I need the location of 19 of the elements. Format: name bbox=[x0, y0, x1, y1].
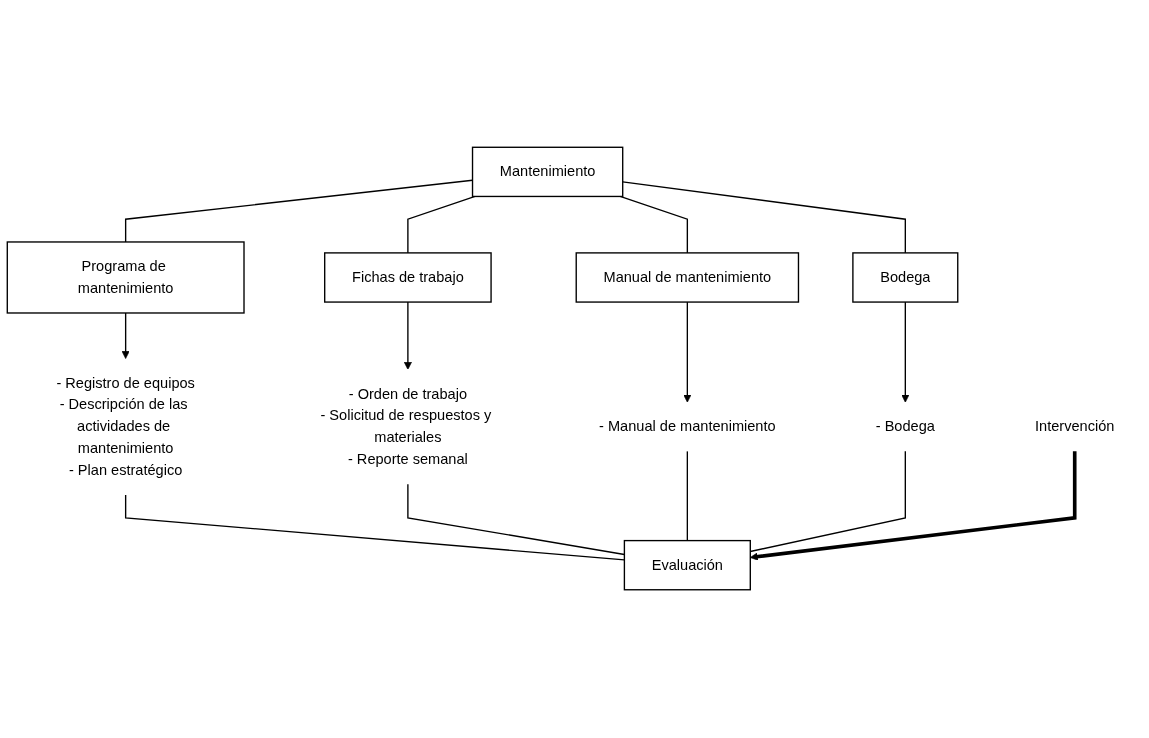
connector bbox=[619, 196, 689, 255]
arrow bbox=[683, 301, 692, 404]
node-box: Bodega bbox=[852, 252, 959, 304]
arrow bbox=[901, 301, 910, 404]
node-text: Intervención bbox=[1035, 419, 1115, 435]
connector bbox=[622, 181, 906, 255]
node-box: Programa de mantenimiento bbox=[6, 241, 245, 315]
connector bbox=[407, 196, 476, 255]
node-text: - Registro de equipos - Descripción de las actividades de mantenimiento - Plan estratégico bbox=[56, 375, 195, 479]
arrow bbox=[403, 301, 412, 371]
connector bbox=[686, 451, 689, 542]
node-text: - Bodega bbox=[875, 419, 935, 435]
node-box: Fichas de trabajo bbox=[324, 252, 492, 304]
arrow bbox=[121, 312, 130, 360]
node-box: Mantenimiento bbox=[471, 147, 624, 198]
node-box: Evaluación bbox=[623, 540, 751, 591]
node-text: - Orden de trabajo - Solicitud de respuestos y materiales - Reporte semanal bbox=[320, 386, 492, 468]
node-box: Manual de mantenimiento bbox=[575, 252, 800, 304]
node-text: - Manual de mantenimiento bbox=[599, 419, 776, 435]
